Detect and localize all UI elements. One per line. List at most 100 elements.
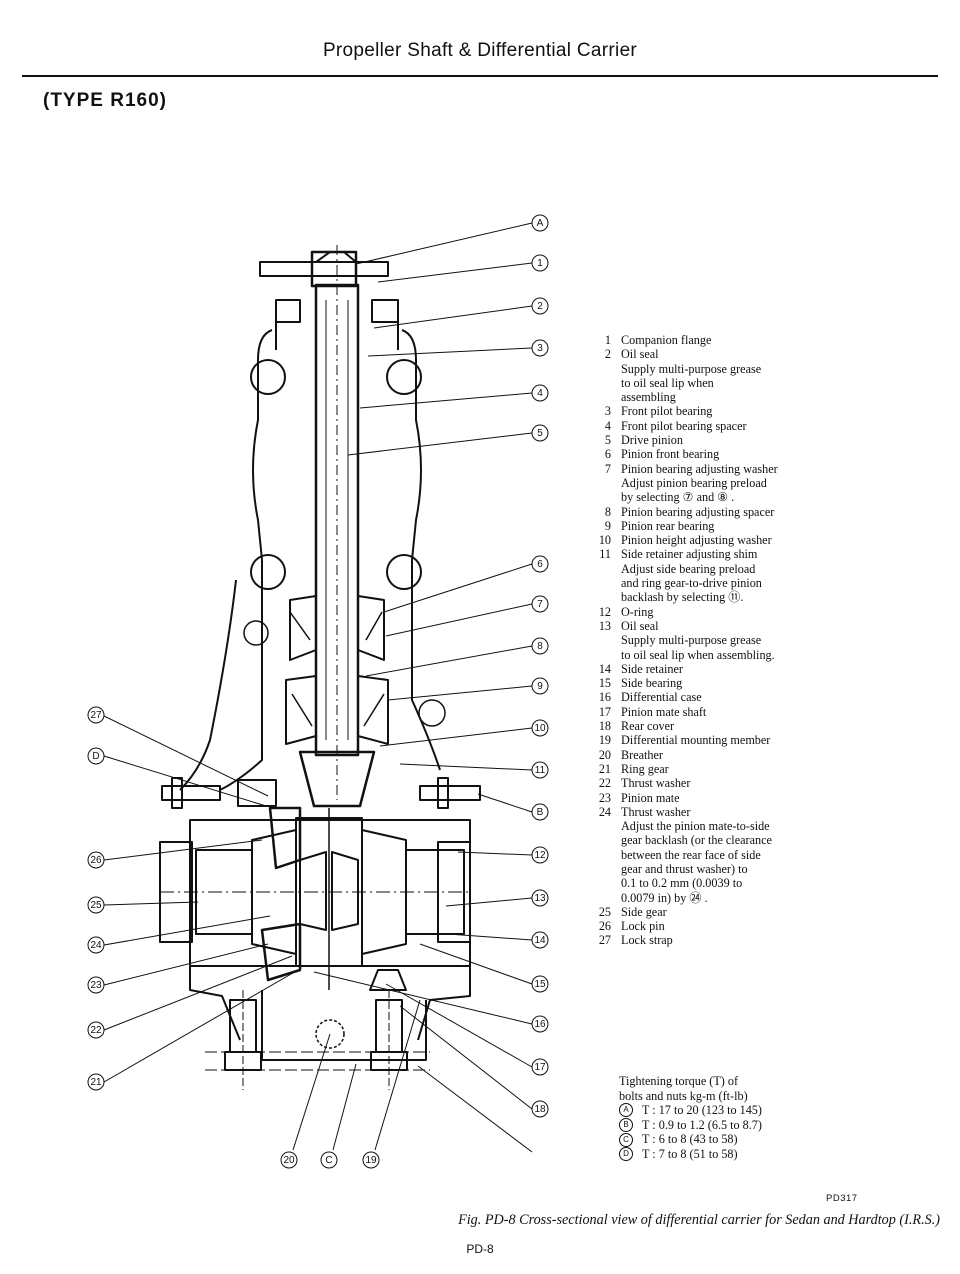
callout-label: C [325, 1155, 332, 1166]
parts-item-number: 27 [598, 933, 611, 948]
parts-item-note: 0.1 to 0.2 mm (0.0039 to [621, 876, 743, 891]
callout-8: 8 [531, 637, 549, 655]
callout-11: 11 [531, 761, 549, 779]
parts-item-note: Adjust side bearing preload [621, 561, 756, 576]
parts-item-label: Side retainer adjusting shim [621, 547, 758, 562]
callout-circle [531, 931, 549, 949]
parts-item-label: Differential case [621, 690, 702, 705]
callout-label: 15 [534, 979, 546, 990]
callout-label: D [92, 751, 99, 762]
callout-circle [531, 761, 549, 779]
callout-circle [531, 975, 549, 993]
torque-value: T : 0.9 to 1.2 (6.5 to 8.7) [642, 1117, 762, 1132]
callout-circle [531, 339, 549, 357]
parts-item-note: to oil seal lip when assembling. [621, 647, 775, 662]
callout-circle [362, 1151, 380, 1169]
parts-item-number: 6 [604, 447, 611, 462]
parts-item-number: 10 [598, 533, 611, 548]
parts-item-label: O-ring [621, 604, 654, 619]
page-header-title: Propeller Shaft & Differential Carrier [322, 40, 638, 61]
leader-lines [101, 222, 533, 1153]
callout-label: B [537, 807, 544, 818]
parts-item-note: and ring gear-to-drive pinion [621, 576, 762, 591]
callout-circle [280, 1151, 298, 1169]
callout-label: 4 [537, 388, 543, 399]
parts-item-label: Companion flange [621, 333, 712, 347]
callout-label: 7 [537, 599, 543, 610]
parts-item-number: 21 [598, 761, 611, 776]
parts-item-number: 7 [604, 461, 611, 476]
callout-20: 20 [280, 1151, 298, 1169]
parts-item-note: backlash by selecting ⑪. [621, 590, 744, 605]
parts-item: 1 Companion flange [592, 333, 882, 347]
callout-19: 19 [362, 1151, 380, 1169]
parts-item: 19 Differential mounting member [592, 733, 882, 747]
callout-circle [531, 424, 549, 442]
callout-10: 10 [531, 719, 549, 737]
parts-item-number: 18 [598, 719, 611, 734]
parts-item-number: 1 [604, 333, 611, 347]
parts-item: 15 Side bearing [592, 676, 882, 690]
callout-circle [531, 889, 549, 907]
callout-circle [531, 637, 549, 655]
type-label: (TYPE R160) [43, 90, 167, 111]
callout-12: 12 [531, 846, 549, 864]
parts-item-label: Oil seal [621, 347, 659, 362]
callout-circle [531, 677, 549, 695]
torque-value: T : 6 to 8 (43 to 58) [642, 1132, 738, 1147]
callout-circle [531, 803, 549, 821]
callout-circle [531, 1015, 549, 1033]
parts-item-number: 3 [604, 404, 611, 419]
figure-caption: Fig. PD-8 Cross-sectional view of differ… [458, 1212, 940, 1228]
callout-label: 9 [537, 681, 543, 692]
callout-label: 20 [283, 1155, 295, 1166]
parts-item-number: 8 [604, 504, 611, 519]
callout-label: 12 [534, 850, 546, 861]
parts-item-label: Pinion mate shaft [621, 704, 707, 719]
parts-item-number: 9 [604, 518, 611, 533]
callout-label: 23 [90, 980, 102, 991]
callout-25: 25 [87, 896, 105, 914]
callout-label: 2 [537, 301, 543, 312]
parts-item-number: 26 [598, 919, 611, 934]
callout-24: 24 [87, 936, 105, 954]
callout-26: 26 [87, 851, 105, 869]
callout-circle [531, 719, 549, 737]
parts-item-label: Side gear [621, 904, 667, 919]
parts-item-number: 19 [598, 733, 611, 748]
parts-item-number: 22 [598, 776, 611, 791]
callout-circle [87, 747, 105, 765]
parts-item-number: 13 [598, 618, 611, 633]
callout-15: 15 [531, 975, 549, 993]
callout-circle [87, 706, 105, 724]
callout-18: 18 [531, 1100, 549, 1118]
callout-circle [531, 254, 549, 272]
parts-item-note: gear backlash (or the clearance [621, 833, 772, 848]
callout-circle [531, 214, 549, 232]
parts-item-label: Side bearing [621, 676, 683, 691]
torque-key-badge: B [619, 1118, 633, 1133]
parts-item-number: 15 [598, 676, 611, 691]
parts-item-note: by selecting ⑦ and ⑧ . [621, 490, 735, 505]
callout-d: D [87, 747, 105, 765]
parts-item-label: Differential mounting member [621, 733, 771, 748]
callout-a: A [531, 214, 549, 232]
parts-item-label: Pinion mate [621, 790, 680, 805]
callout-16: 16 [531, 1015, 549, 1033]
callout-label: 3 [537, 343, 543, 354]
